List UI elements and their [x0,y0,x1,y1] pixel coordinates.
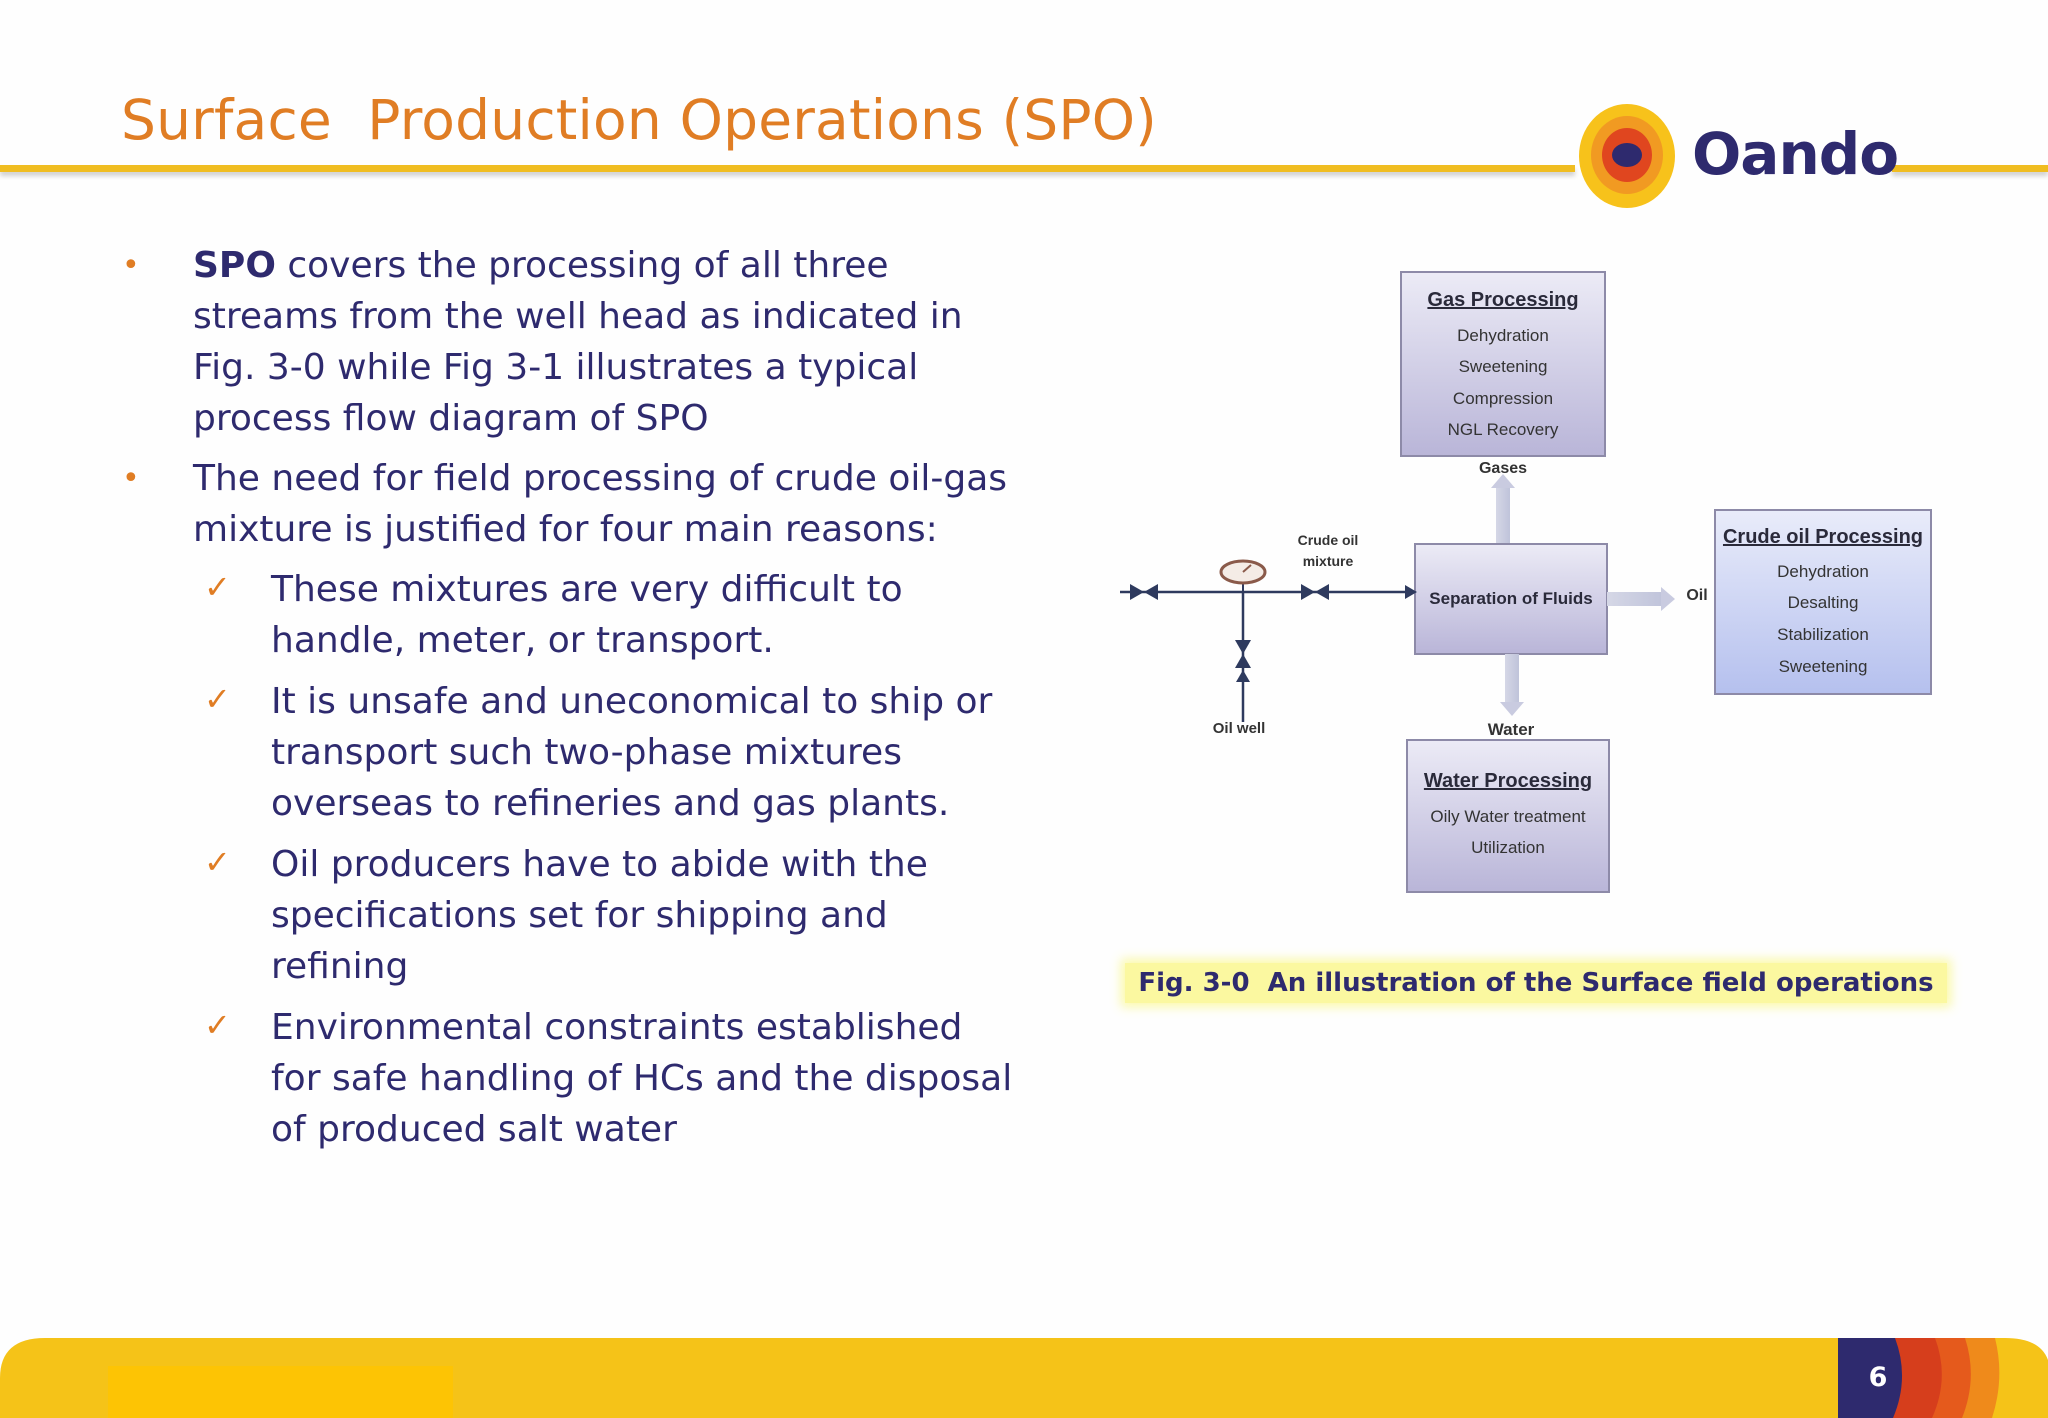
reason-item: ✓ Environmental constraints established … [118,1002,1018,1155]
oil-well-label: Oil well [1213,720,1266,737]
choke-valve-icon [1301,584,1315,600]
reason-text: Environmental constraints established fo… [271,1007,1013,1150]
well-arrow-head [1236,670,1250,682]
figure-caption: Fig. 3-0 An illustration of the Surface … [1138,968,1934,998]
reason-item: ✓ Oil producers have to abide with the s… [118,839,1018,992]
title-underline [0,165,1575,172]
checkmark-icon: ✓ [204,680,231,718]
water-processing-box [1406,739,1610,893]
bullet-bold-term: SPO [193,245,276,286]
oil-pipe [1607,592,1665,606]
flow-arrow-head [1405,585,1417,599]
well-valve-icon [1235,640,1251,654]
oil-label: Oil [1686,587,1707,604]
choke-valve-icon-b [1315,584,1329,600]
gauge-needle [1242,564,1252,573]
crude-item: Dehydration [1777,562,1869,581]
gases-pipe [1496,484,1510,544]
water-arrow-head [1500,702,1524,716]
gas-item: Sweetening [1459,357,1548,376]
checkmark-icon: ✓ [204,843,231,881]
logo-wordmark: Oando [1692,120,1899,188]
bullet-spo: • SPO covers the processing of all three… [118,240,1018,444]
crude-item: Sweetening [1779,657,1868,676]
crude-processing-box [1714,509,1932,695]
gas-item: Dehydration [1457,326,1549,345]
oando-logo [1579,104,1675,208]
checkmark-icon: ✓ [204,568,231,606]
bullet-icon: • [122,248,140,283]
oil-arrow-head [1661,587,1675,611]
bullet-text: The need for field processing of crude o… [193,458,1008,550]
water-label: Water [1488,720,1535,739]
gas-item: Compression [1453,389,1553,408]
crude-item: Stabilization [1777,625,1869,644]
checkmark-icon: ✓ [204,1006,231,1044]
water-item: Utilization [1471,838,1545,857]
inlet-valve-icon-b [1144,584,1158,600]
well-valve-icon-b [1235,654,1251,668]
reason-text: These mixtures are very difficult to han… [271,569,903,661]
reason-item: ✓ It is unsafe and uneconomical to ship … [118,676,1018,829]
separation-label: Separation of Fluids [1429,589,1592,608]
gas-processing-box [1400,271,1606,457]
caption-highlight [1125,963,1947,1003]
water-item: Oily Water treatment [1430,807,1586,826]
reason-item: ✓ These mixtures are very difficult to h… [118,564,1018,666]
water-processing-title: Water Processing [1424,770,1592,792]
gases-arrow-head [1491,474,1515,488]
bullet-icon: • [122,461,140,496]
water-pipe [1505,654,1519,704]
crude-processing-title: Crude oil Processing [1723,526,1923,548]
surface-operations-diagram: Gas Processing Dehydration Sweetening Co… [1120,271,1932,893]
gas-item: NGL Recovery [1448,420,1559,439]
slide-title: Surface Production Operations (SPO) [121,88,1157,152]
bullet-text: covers the processing of all three strea… [193,245,963,439]
slide-body: • SPO covers the processing of all three… [118,240,1018,1165]
separation-box [1414,543,1608,655]
gases-label: Gases [1479,460,1527,477]
footer-band [0,1338,2048,1418]
reason-text: Oil producers have to abide with the spe… [271,844,928,987]
reason-text: It is unsafe and uneconomical to ship or… [271,681,993,824]
page-number: 6 [1868,1362,1888,1393]
crude-mixture-label: mixture [1303,553,1354,569]
inlet-valve-icon [1130,584,1144,600]
crude-mixture-label: Crude oil [1298,532,1359,548]
title-underline-right [1892,165,2048,172]
crude-item: Desalting [1788,593,1859,612]
gas-processing-title: Gas Processing [1427,289,1578,311]
bullet-field-processing: • The need for field processing of crude… [118,453,1018,555]
